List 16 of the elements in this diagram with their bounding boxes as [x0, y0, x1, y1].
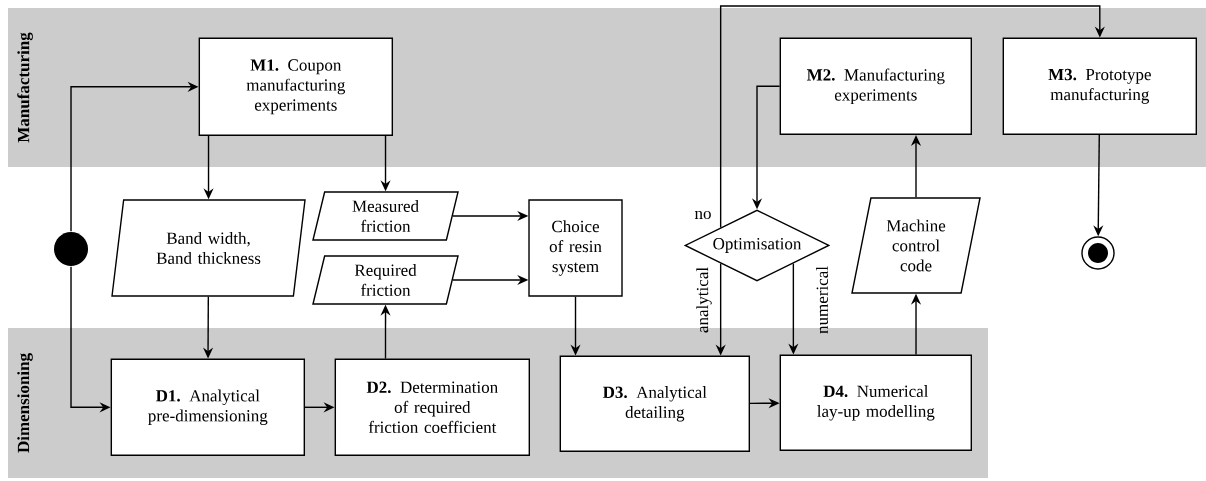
process-box: D4. Numerical lay-up modelling [779, 354, 972, 451]
process-box: M3. Prototype manufacturing [1002, 37, 1197, 135]
process-box: Choice of resin system [528, 199, 623, 297]
arrow [719, 5, 1105, 229]
edge-label: no [694, 210, 711, 220]
data-parallelogram: Measured friction [312, 191, 459, 241]
process-box: D2. Determination of required friction coefficient [334, 358, 530, 456]
process-box: D3. Analytical detailing [559, 355, 750, 452]
data-parallelogram: Required friction [312, 255, 459, 305]
end-node [1081, 236, 1115, 270]
data-parallelogram: Band width, Band thickness [111, 199, 306, 297]
process-box: D1. Analytical pre-dimensioning [110, 358, 305, 456]
data-parallelogram: Machine control code [851, 197, 981, 294]
start-node [54, 232, 88, 266]
process-box: M1. Coupon manufacturing experiments [198, 37, 393, 136]
process-box: M2. Manufacturing experiments [779, 37, 972, 135]
